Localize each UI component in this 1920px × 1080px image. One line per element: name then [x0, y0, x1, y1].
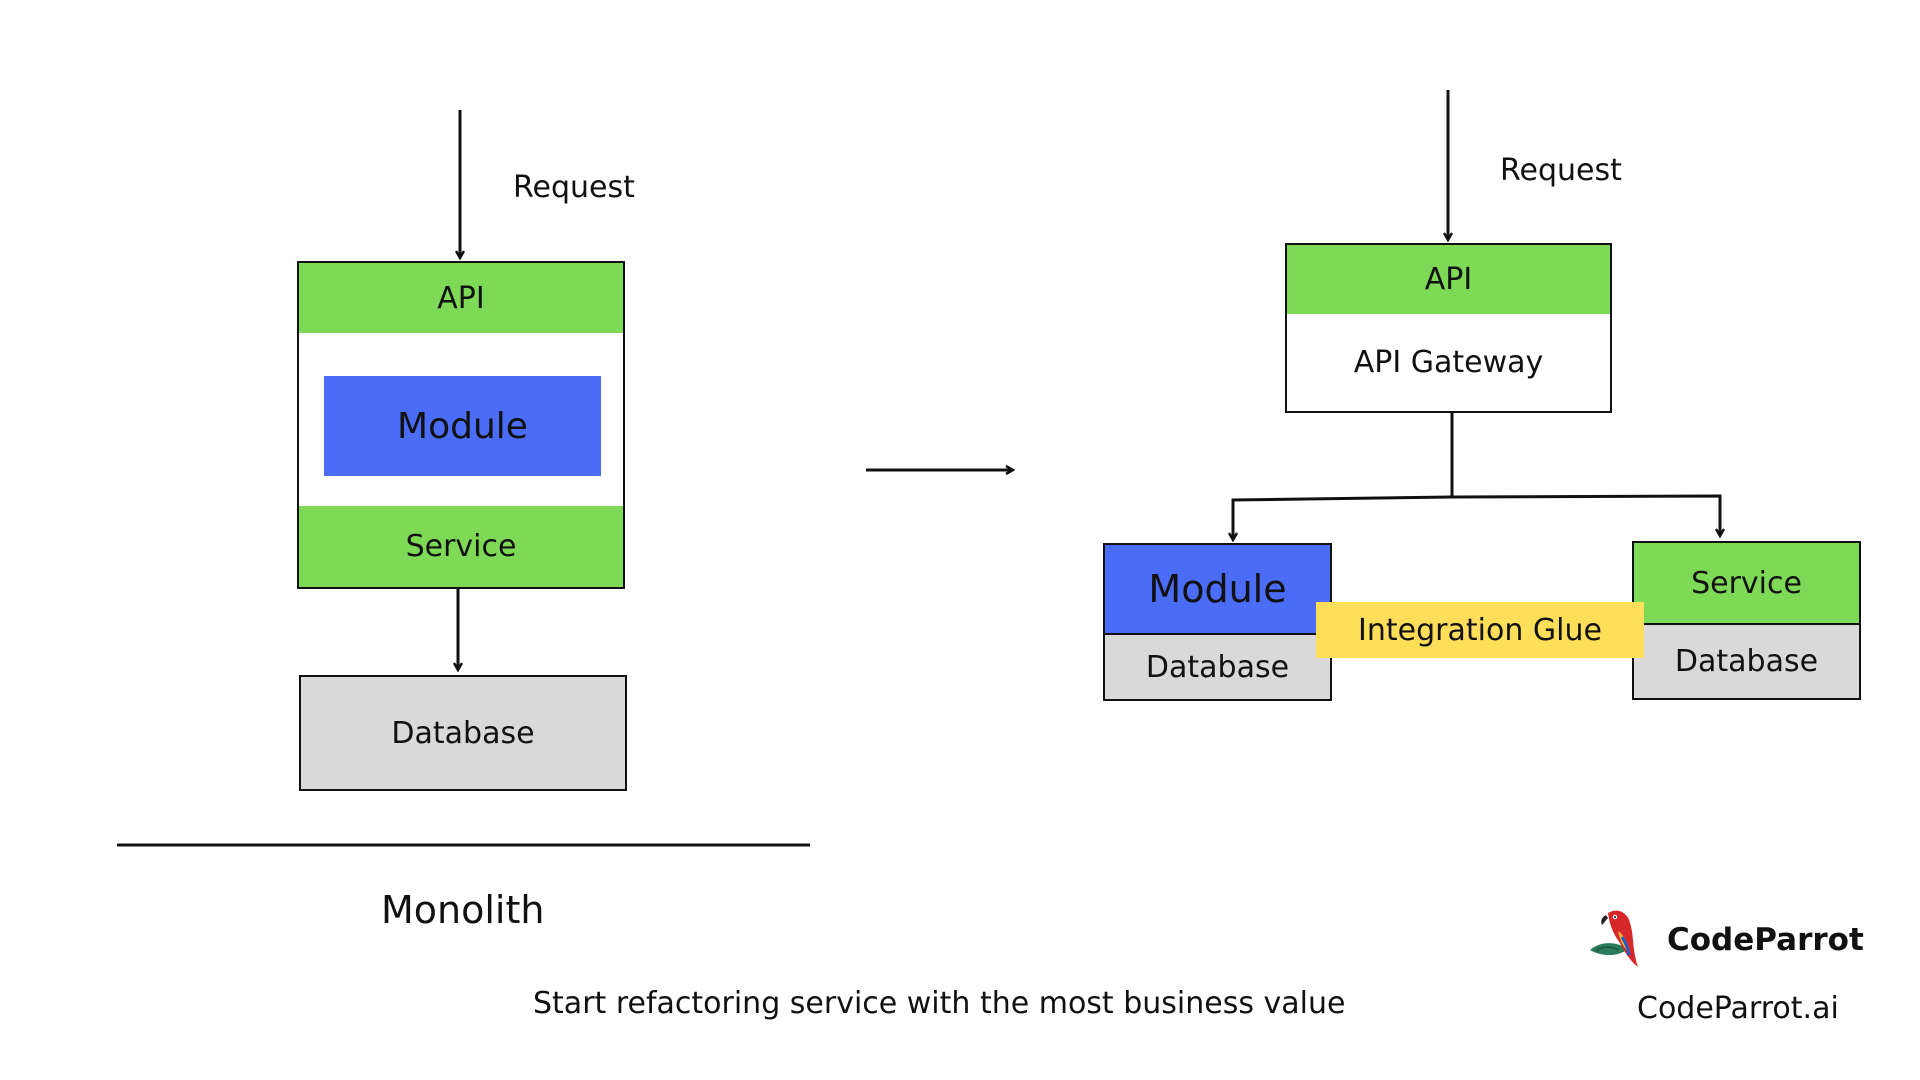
monolith-module-label: Module	[397, 405, 528, 447]
monolith-container: API Module Service	[297, 261, 625, 589]
description-text: Start refactoring service with the most …	[533, 986, 1346, 1021]
monolith-module-box: Module	[324, 376, 601, 476]
service-database-label: Database	[1674, 644, 1819, 679]
module-label: Module	[1148, 567, 1287, 611]
parrot-icon	[1588, 905, 1652, 971]
gateway-body: API Gateway	[1287, 314, 1610, 411]
monolith-caption: Monolith	[381, 888, 545, 932]
service-label: Service	[1691, 565, 1802, 601]
gateway-api-label: API	[1424, 262, 1473, 297]
integration-glue-box: Integration Glue	[1316, 602, 1644, 658]
brand-name: CodeParrot	[1667, 922, 1864, 958]
branch-to-module-arrow	[1233, 495, 1453, 540]
service-database-box: Database	[1634, 623, 1859, 698]
branch-to-service-arrow	[1451, 494, 1720, 536]
module-database-box: Database	[1105, 633, 1330, 699]
module-box: Module	[1105, 545, 1330, 633]
refactored-request-label: Request	[1500, 153, 1622, 188]
gateway-api-band: API	[1287, 245, 1610, 314]
monolith-database-label: Database	[391, 715, 535, 751]
monolith-service-band: Service	[299, 506, 623, 587]
monolith-request-label: Request	[513, 170, 635, 205]
service-stack: Service Database	[1632, 541, 1861, 700]
module-database-label: Database	[1145, 649, 1290, 685]
monolith-service-label: Service	[405, 529, 517, 564]
module-stack: Module Database	[1103, 543, 1332, 701]
monolith-database-box: Database	[299, 675, 627, 791]
monolith-api-label: API	[437, 280, 485, 316]
integration-glue-label: Integration Glue	[1358, 612, 1602, 648]
api-gateway-box: API API Gateway	[1285, 243, 1612, 413]
monolith-api-band: API	[299, 263, 623, 333]
service-box: Service	[1634, 543, 1859, 623]
gateway-label: API Gateway	[1353, 345, 1544, 380]
brand-url: CodeParrot.ai	[1637, 991, 1839, 1026]
